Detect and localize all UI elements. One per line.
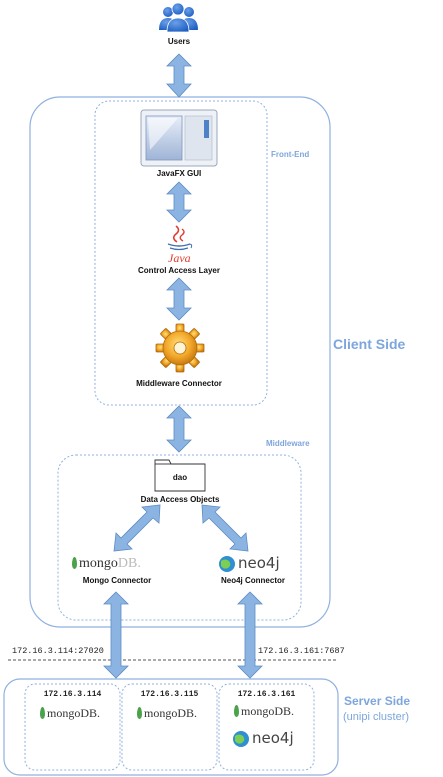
arrow-dao-mongo — [113, 504, 161, 552]
arrow-java-gear — [166, 277, 192, 321]
server-node-3-box — [218, 683, 315, 771]
mongodb-leaf-icon — [72, 557, 77, 569]
java-logo-text: Java — [168, 251, 191, 265]
client-side-title: Client Side — [333, 336, 406, 352]
java-logo-icon — [167, 225, 193, 251]
control-access-layer-label: Control Access Layer — [138, 266, 220, 275]
middleware-connector-label: Middleware Connector — [136, 379, 222, 388]
front-end-title: Front-End — [271, 150, 310, 159]
server-node-1-ip: 172.16.3.114 — [43, 690, 102, 699]
server-node-2-ip: 172.16.3.115 — [140, 690, 199, 699]
middleware-title: Middleware — [266, 439, 310, 448]
mongo-endpoint-label: 172.16.3.114:27020 — [12, 646, 104, 656]
arrow-gear-dao — [166, 405, 192, 453]
javafx-gui-label: JavaFX GUI — [156, 169, 202, 178]
dao-folder-label: dao — [172, 473, 188, 482]
server-side-subtitle: (unipi cluster) — [343, 711, 410, 723]
arrow-mongo-server — [103, 591, 129, 679]
server-side-box — [3, 678, 339, 776]
neo4j-endpoint-label: 172.16.3.161:7687 — [258, 646, 345, 656]
server-node-1-box — [24, 683, 121, 771]
users-label: Users — [167, 37, 191, 46]
mongo-connector-label: Mongo Connector — [82, 576, 152, 585]
server-node-2-box — [121, 683, 218, 771]
arrow-users-javafx — [166, 53, 192, 98]
arrow-neo4j-server — [237, 591, 263, 679]
client-side-box — [29, 96, 331, 628]
neo4j-connector-label: Neo4j Connector — [220, 576, 285, 585]
neo4j-globe-icon — [219, 556, 235, 572]
front-end-box — [94, 100, 268, 406]
neo4j-globe-server-icon — [233, 731, 249, 747]
gear-icon — [155, 323, 205, 373]
data-access-objects-label: Data Access Objects — [140, 495, 220, 504]
server-node-3-mongodb-logo: mongoDB. — [234, 704, 294, 719]
server-node-3-neo4j-logo: neo4j — [252, 729, 294, 747]
mongodb-logo: mongoDB. — [72, 556, 141, 572]
window-icon — [140, 109, 218, 167]
folder-icon — [154, 459, 206, 492]
arrow-dao-neo4j — [201, 504, 249, 552]
server-side-title: Server Side — [344, 694, 411, 708]
neo4j-logo-text: neo4j — [238, 554, 280, 572]
server-node-2-mongodb-logo: mongoDB. — [137, 706, 197, 721]
server-node-3-ip: 172.16.3.161 — [237, 690, 296, 699]
server-node-1-mongodb-logo: mongoDB. — [40, 706, 100, 721]
users-icon — [159, 2, 198, 33]
arrow-javafx-java — [166, 181, 192, 223]
